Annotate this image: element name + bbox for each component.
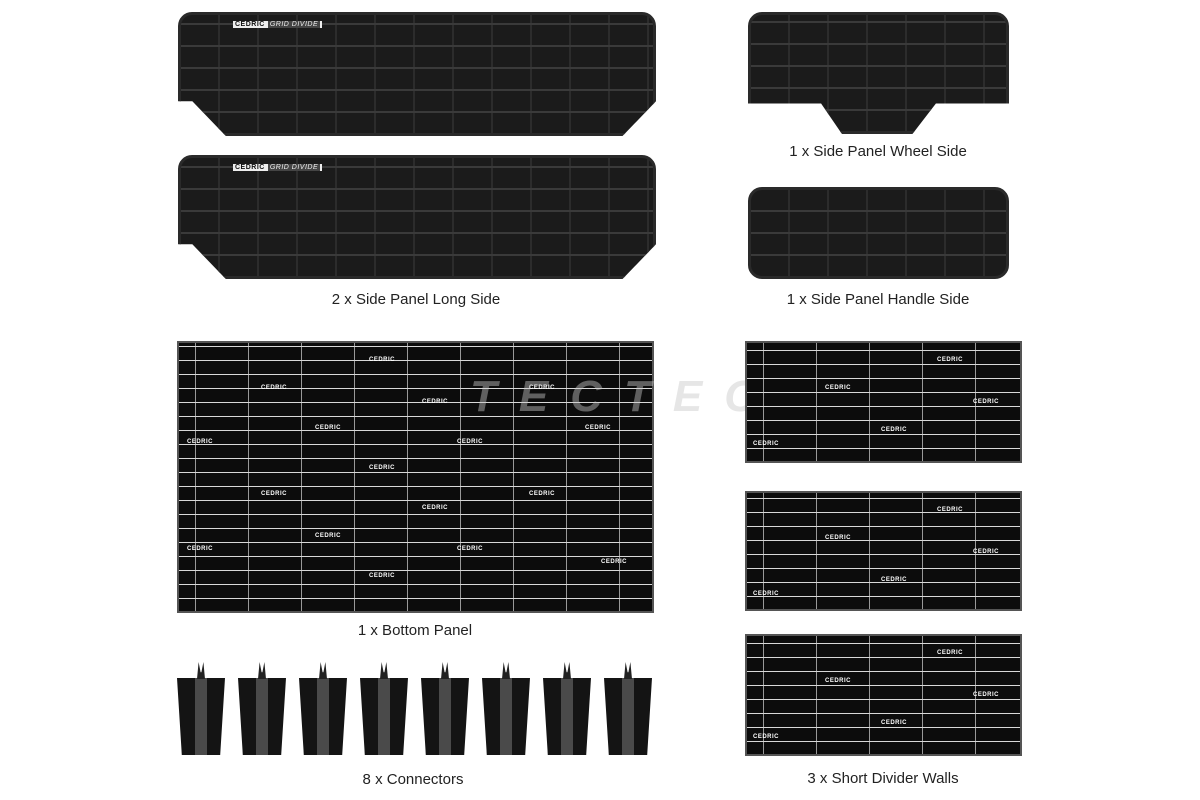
stamp: CEDRIC bbox=[825, 678, 852, 684]
watermark: TECTEC bbox=[470, 372, 778, 421]
connector bbox=[604, 678, 652, 755]
stamp: CEDRIC bbox=[529, 491, 556, 497]
stamp: CEDRIC bbox=[315, 425, 342, 431]
stamp: CEDRIC bbox=[753, 591, 780, 597]
logo-text: CEDRIC bbox=[235, 164, 265, 171]
short-divider-wall-3: CEDRIC CEDRIC CEDRIC CEDRIC CEDRIC bbox=[745, 634, 1022, 756]
stamp: CEDRIC bbox=[825, 535, 852, 541]
side-panel-wheel bbox=[748, 12, 1009, 134]
stamp: CEDRIC bbox=[973, 549, 1000, 555]
connector-tip bbox=[197, 662, 205, 679]
connector-tip bbox=[258, 662, 266, 679]
stamp: CEDRIC bbox=[187, 439, 214, 445]
stamp: CEDRIC bbox=[369, 573, 396, 579]
bottom-panel: CEDRIC CEDRIC CEDRIC CEDRIC CEDRIC CEDRI… bbox=[177, 341, 654, 613]
connector bbox=[482, 678, 530, 755]
side-panel-handle bbox=[748, 187, 1009, 279]
connector-tip bbox=[563, 662, 571, 679]
label-short-walls: 3 x Short Divider Walls bbox=[807, 770, 959, 787]
connector bbox=[177, 678, 225, 755]
stamp: CEDRIC bbox=[881, 720, 908, 726]
stamp: CEDRIC bbox=[369, 357, 396, 363]
short-divider-wall-2: CEDRIC CEDRIC CEDRIC CEDRIC CEDRIC bbox=[745, 491, 1022, 611]
connector bbox=[543, 678, 591, 755]
stamp: CEDRIC bbox=[422, 399, 449, 405]
stamp: CEDRIC bbox=[261, 491, 288, 497]
stamp: CEDRIC bbox=[369, 465, 396, 471]
stamp: CEDRIC bbox=[973, 399, 1000, 405]
stamp: CEDRIC bbox=[753, 441, 780, 447]
stamp: CEDRIC bbox=[187, 546, 214, 552]
stamp: CEDRIC bbox=[881, 427, 908, 433]
connector-tip bbox=[624, 662, 632, 679]
logo-sub: GRID DIVIDE bbox=[267, 21, 321, 28]
stamp: CEDRIC bbox=[825, 385, 852, 391]
connector bbox=[238, 678, 286, 755]
stamp: CEDRIC bbox=[881, 577, 908, 583]
logo-text: CEDRIC bbox=[235, 21, 265, 28]
stamp: CEDRIC bbox=[601, 559, 628, 565]
connector bbox=[421, 678, 469, 755]
label-bottom-panel: 1 x Bottom Panel bbox=[357, 622, 473, 639]
stamp: CEDRIC bbox=[937, 650, 964, 656]
label-long-side: 2 x Side Panel Long Side bbox=[331, 291, 501, 308]
label-handle-side: 1 x Side Panel Handle Side bbox=[786, 291, 970, 308]
logo-sub: GRID DIVIDE bbox=[267, 164, 321, 171]
connector-tip bbox=[319, 662, 327, 679]
stamp: CEDRIC bbox=[457, 439, 484, 445]
connector-tip bbox=[502, 662, 510, 679]
stamp: CEDRIC bbox=[457, 546, 484, 552]
stamp: CEDRIC bbox=[261, 385, 288, 391]
connector-tip bbox=[441, 662, 449, 679]
label-connectors: 8 x Connectors bbox=[362, 771, 464, 788]
connector bbox=[299, 678, 347, 755]
connector-tip bbox=[380, 662, 388, 679]
stamp: CEDRIC bbox=[937, 357, 964, 363]
stamp: CEDRIC bbox=[937, 507, 964, 513]
stamp: CEDRIC bbox=[529, 385, 556, 391]
stamp: CEDRIC bbox=[973, 692, 1000, 698]
stamp: CEDRIC bbox=[753, 734, 780, 740]
stamp: CEDRIC bbox=[422, 505, 449, 511]
stamp: CEDRIC bbox=[315, 533, 342, 539]
connector bbox=[360, 678, 408, 755]
short-divider-wall-1: CEDRIC CEDRIC CEDRIC CEDRIC CEDRIC bbox=[745, 341, 1022, 463]
label-wheel-side: 1 x Side Panel Wheel Side bbox=[789, 143, 967, 160]
stamp: CEDRIC bbox=[585, 425, 612, 431]
